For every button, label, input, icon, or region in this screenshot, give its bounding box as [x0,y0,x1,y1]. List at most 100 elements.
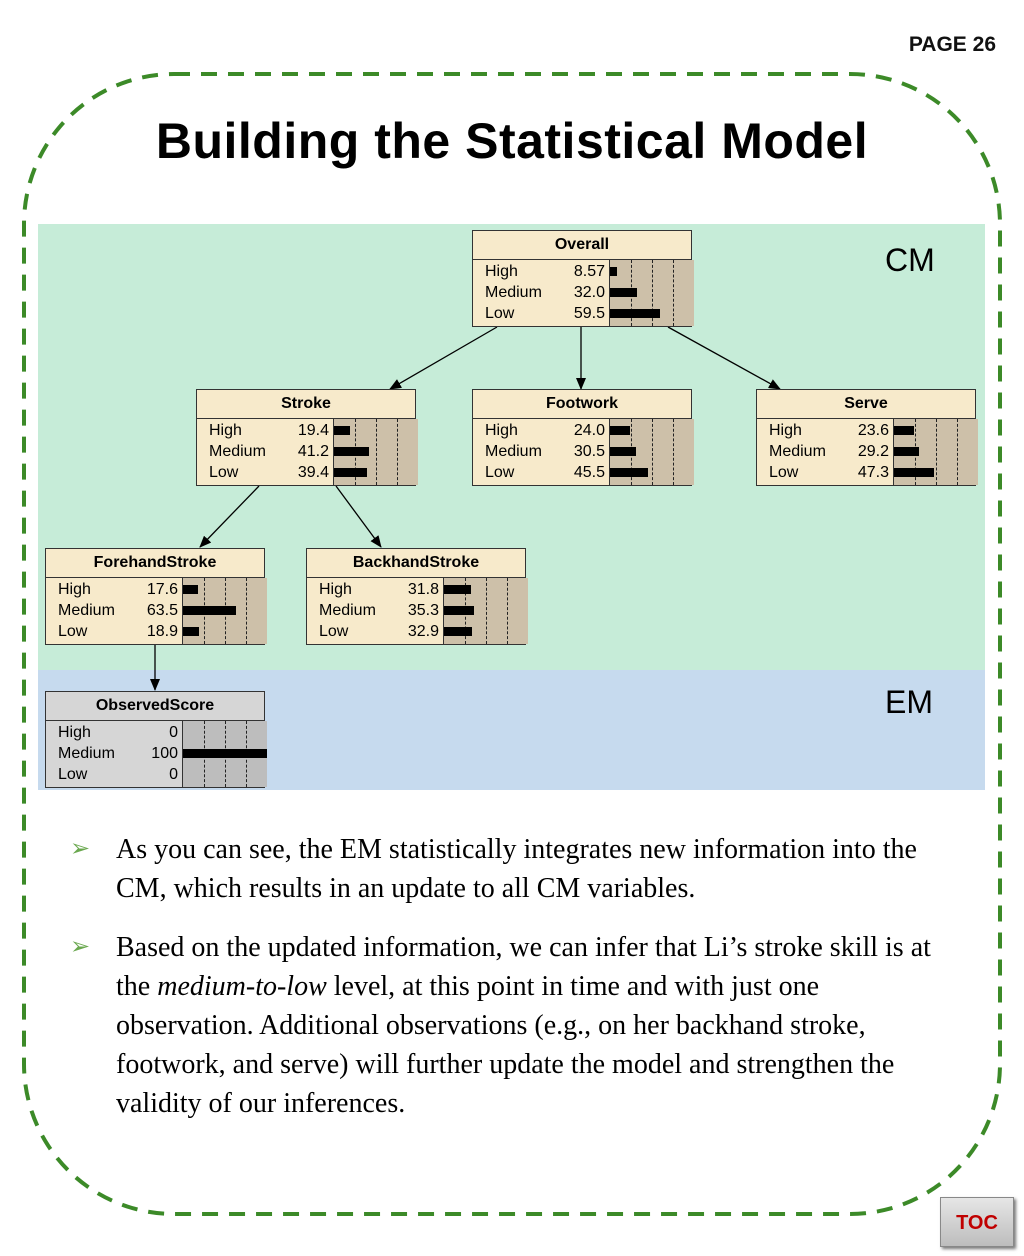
state-label: Medium [485,284,542,301]
belief-bar [894,468,934,477]
state-value: 47.3 [857,464,889,481]
belief-bar [894,426,914,435]
node-title: ForehandStroke [46,549,264,578]
state-value: 39.4 [297,464,329,481]
state-label: High [58,581,91,598]
gridline [652,260,653,326]
belief-bars [893,419,978,485]
state-label: Low [58,766,88,783]
state-label: Low [485,305,515,322]
state-value: 30.5 [573,443,605,460]
state-label: Medium [58,602,115,619]
bullet-text: Based on the updated information, we can… [116,932,931,1119]
state-value: 23.6 [857,422,889,439]
belief-bar [610,426,631,435]
belief-bar [610,468,649,477]
state-value: 24.0 [573,422,605,439]
state-value: 31.8 [407,581,439,598]
state-value: 19.4 [297,422,329,439]
state-label: High [319,581,352,598]
node-observed-score[interactable]: ObservedScore High 0 Medium 100 Low 0 [45,691,267,788]
state-label: Low [58,623,88,640]
bullet-list: ➢ As you can see, the EM statistically i… [70,830,960,1143]
state-value: 35.3 [407,602,439,619]
state-label: Medium [58,745,115,762]
node-serve[interactable]: Serve High 23.6 Medium 29.2 Low 47.3 [756,389,978,486]
bullet-text: As you can see, the EM statistically int… [116,834,917,904]
gridline [376,419,377,485]
state-label: Medium [485,443,542,460]
belief-bars [333,419,418,485]
state-label: Low [769,464,799,481]
belief-bar [183,627,199,636]
node-stroke[interactable]: Stroke High 19.4 Medium 41.2 Low 39.4 [196,389,418,486]
state-value: 41.2 [297,443,329,460]
arrow-bullet-icon: ➢ [70,836,91,862]
node-overall[interactable]: Overall High 8.57 Medium 32.0 Low 59.5 [472,230,694,327]
cm-label: CM [885,242,935,278]
belief-bars [443,578,528,644]
state-value: 17.6 [146,581,178,598]
state-label: Low [209,464,239,481]
state-label: High [209,422,242,439]
state-value: 63.5 [146,602,178,619]
state-label: Medium [209,443,266,460]
state-label: Medium [319,602,376,619]
state-label: Medium [769,443,826,460]
state-label: High [58,724,91,741]
node-title: Overall [473,231,691,260]
state-value: 29.2 [857,443,889,460]
state-value: 8.57 [573,263,605,280]
gridline [936,419,937,485]
belief-bars [182,578,267,644]
belief-bars [609,419,694,485]
page-title: Building the Statistical Model [155,113,869,169]
belief-bars [609,260,694,326]
belief-bar [894,447,919,456]
belief-bars [182,721,267,787]
emphasis-text: medium-to-low [157,971,327,1002]
state-label: High [769,422,802,439]
gridline [652,419,653,485]
gridline [673,419,674,485]
state-label: Low [319,623,349,640]
node-forehand-stroke[interactable]: ForehandStroke High 17.6 Medium 63.5 Low 18… [45,548,267,645]
state-value: 32.0 [573,284,605,301]
gridline [673,260,674,326]
belief-bar [610,267,618,276]
belief-bar [334,426,351,435]
belief-bar [610,447,636,456]
gridline [486,578,487,644]
belief-bar [444,606,474,615]
belief-bar [610,288,637,297]
belief-bar [444,585,471,594]
state-value: 0 [169,724,178,741]
belief-bar [183,749,267,758]
gridline [246,578,247,644]
belief-bar [610,309,660,318]
belief-bar [183,585,198,594]
gridline [957,419,958,485]
node-title: Stroke [197,390,415,419]
state-label: Low [485,464,515,481]
node-title: BackhandStroke [307,549,525,578]
node-title: ObservedScore [46,692,264,721]
state-value: 59.5 [573,305,605,322]
state-value: 45.5 [573,464,605,481]
state-value: 18.9 [146,623,178,640]
bullet-item: ➢ Based on the updated information, we c… [70,928,960,1123]
belief-bar [334,468,368,477]
state-label: High [485,263,518,280]
page-number: PAGE 26 [908,33,996,56]
toc-button[interactable]: TOC [940,1197,1014,1247]
belief-bar [444,627,472,636]
state-value: 100 [151,745,178,762]
arrow-bullet-icon: ➢ [70,934,91,960]
gridline [397,419,398,485]
state-label: High [485,422,518,439]
node-title: Serve [757,390,975,419]
state-value: 0 [169,766,178,783]
node-title: Footwork [473,390,691,419]
node-footwork[interactable]: Footwork High 24.0 Medium 30.5 Low 45.5 [472,389,694,486]
